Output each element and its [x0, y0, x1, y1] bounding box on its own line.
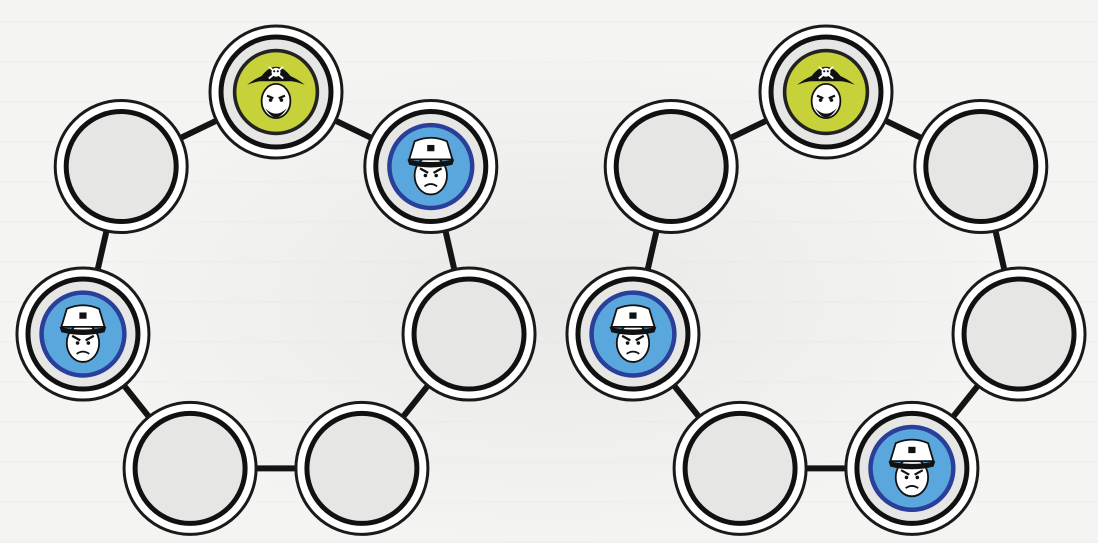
node-slot: [616, 112, 726, 222]
node-slot: [685, 413, 795, 523]
right-heptagon-node-pirate[interactable]: [760, 26, 892, 158]
right-heptagon-node-empty[interactable]: [605, 101, 737, 233]
node-slot: [135, 413, 245, 523]
left-heptagon-node-empty[interactable]: [55, 101, 187, 233]
left-heptagon-node-police[interactable]: [365, 101, 497, 233]
left-heptagon-node-empty[interactable]: [124, 402, 256, 534]
police-token-icon: [871, 427, 954, 510]
right-heptagon-node-police[interactable]: [567, 268, 699, 400]
pirate-token-icon: [235, 51, 318, 134]
police-token-icon: [42, 293, 125, 376]
right-heptagon-node-empty[interactable]: [953, 268, 1085, 400]
right-heptagon-node-police[interactable]: [846, 402, 978, 534]
node-slot: [964, 279, 1074, 389]
node-slot: [307, 413, 417, 523]
node-slot: [66, 112, 176, 222]
node-slot: [414, 279, 524, 389]
right-heptagon-node-empty[interactable]: [915, 101, 1047, 233]
left-heptagon-node-empty[interactable]: [403, 268, 535, 400]
police-token-icon: [389, 125, 472, 208]
right-heptagon-node-empty[interactable]: [674, 402, 806, 534]
left-heptagon-node-pirate[interactable]: [210, 26, 342, 158]
police-token-icon: [592, 293, 675, 376]
pirate-token-icon: [785, 51, 868, 134]
left-heptagon-node-empty[interactable]: [296, 402, 428, 534]
left-heptagon-node-police[interactable]: [17, 268, 149, 400]
node-slot: [926, 112, 1036, 222]
